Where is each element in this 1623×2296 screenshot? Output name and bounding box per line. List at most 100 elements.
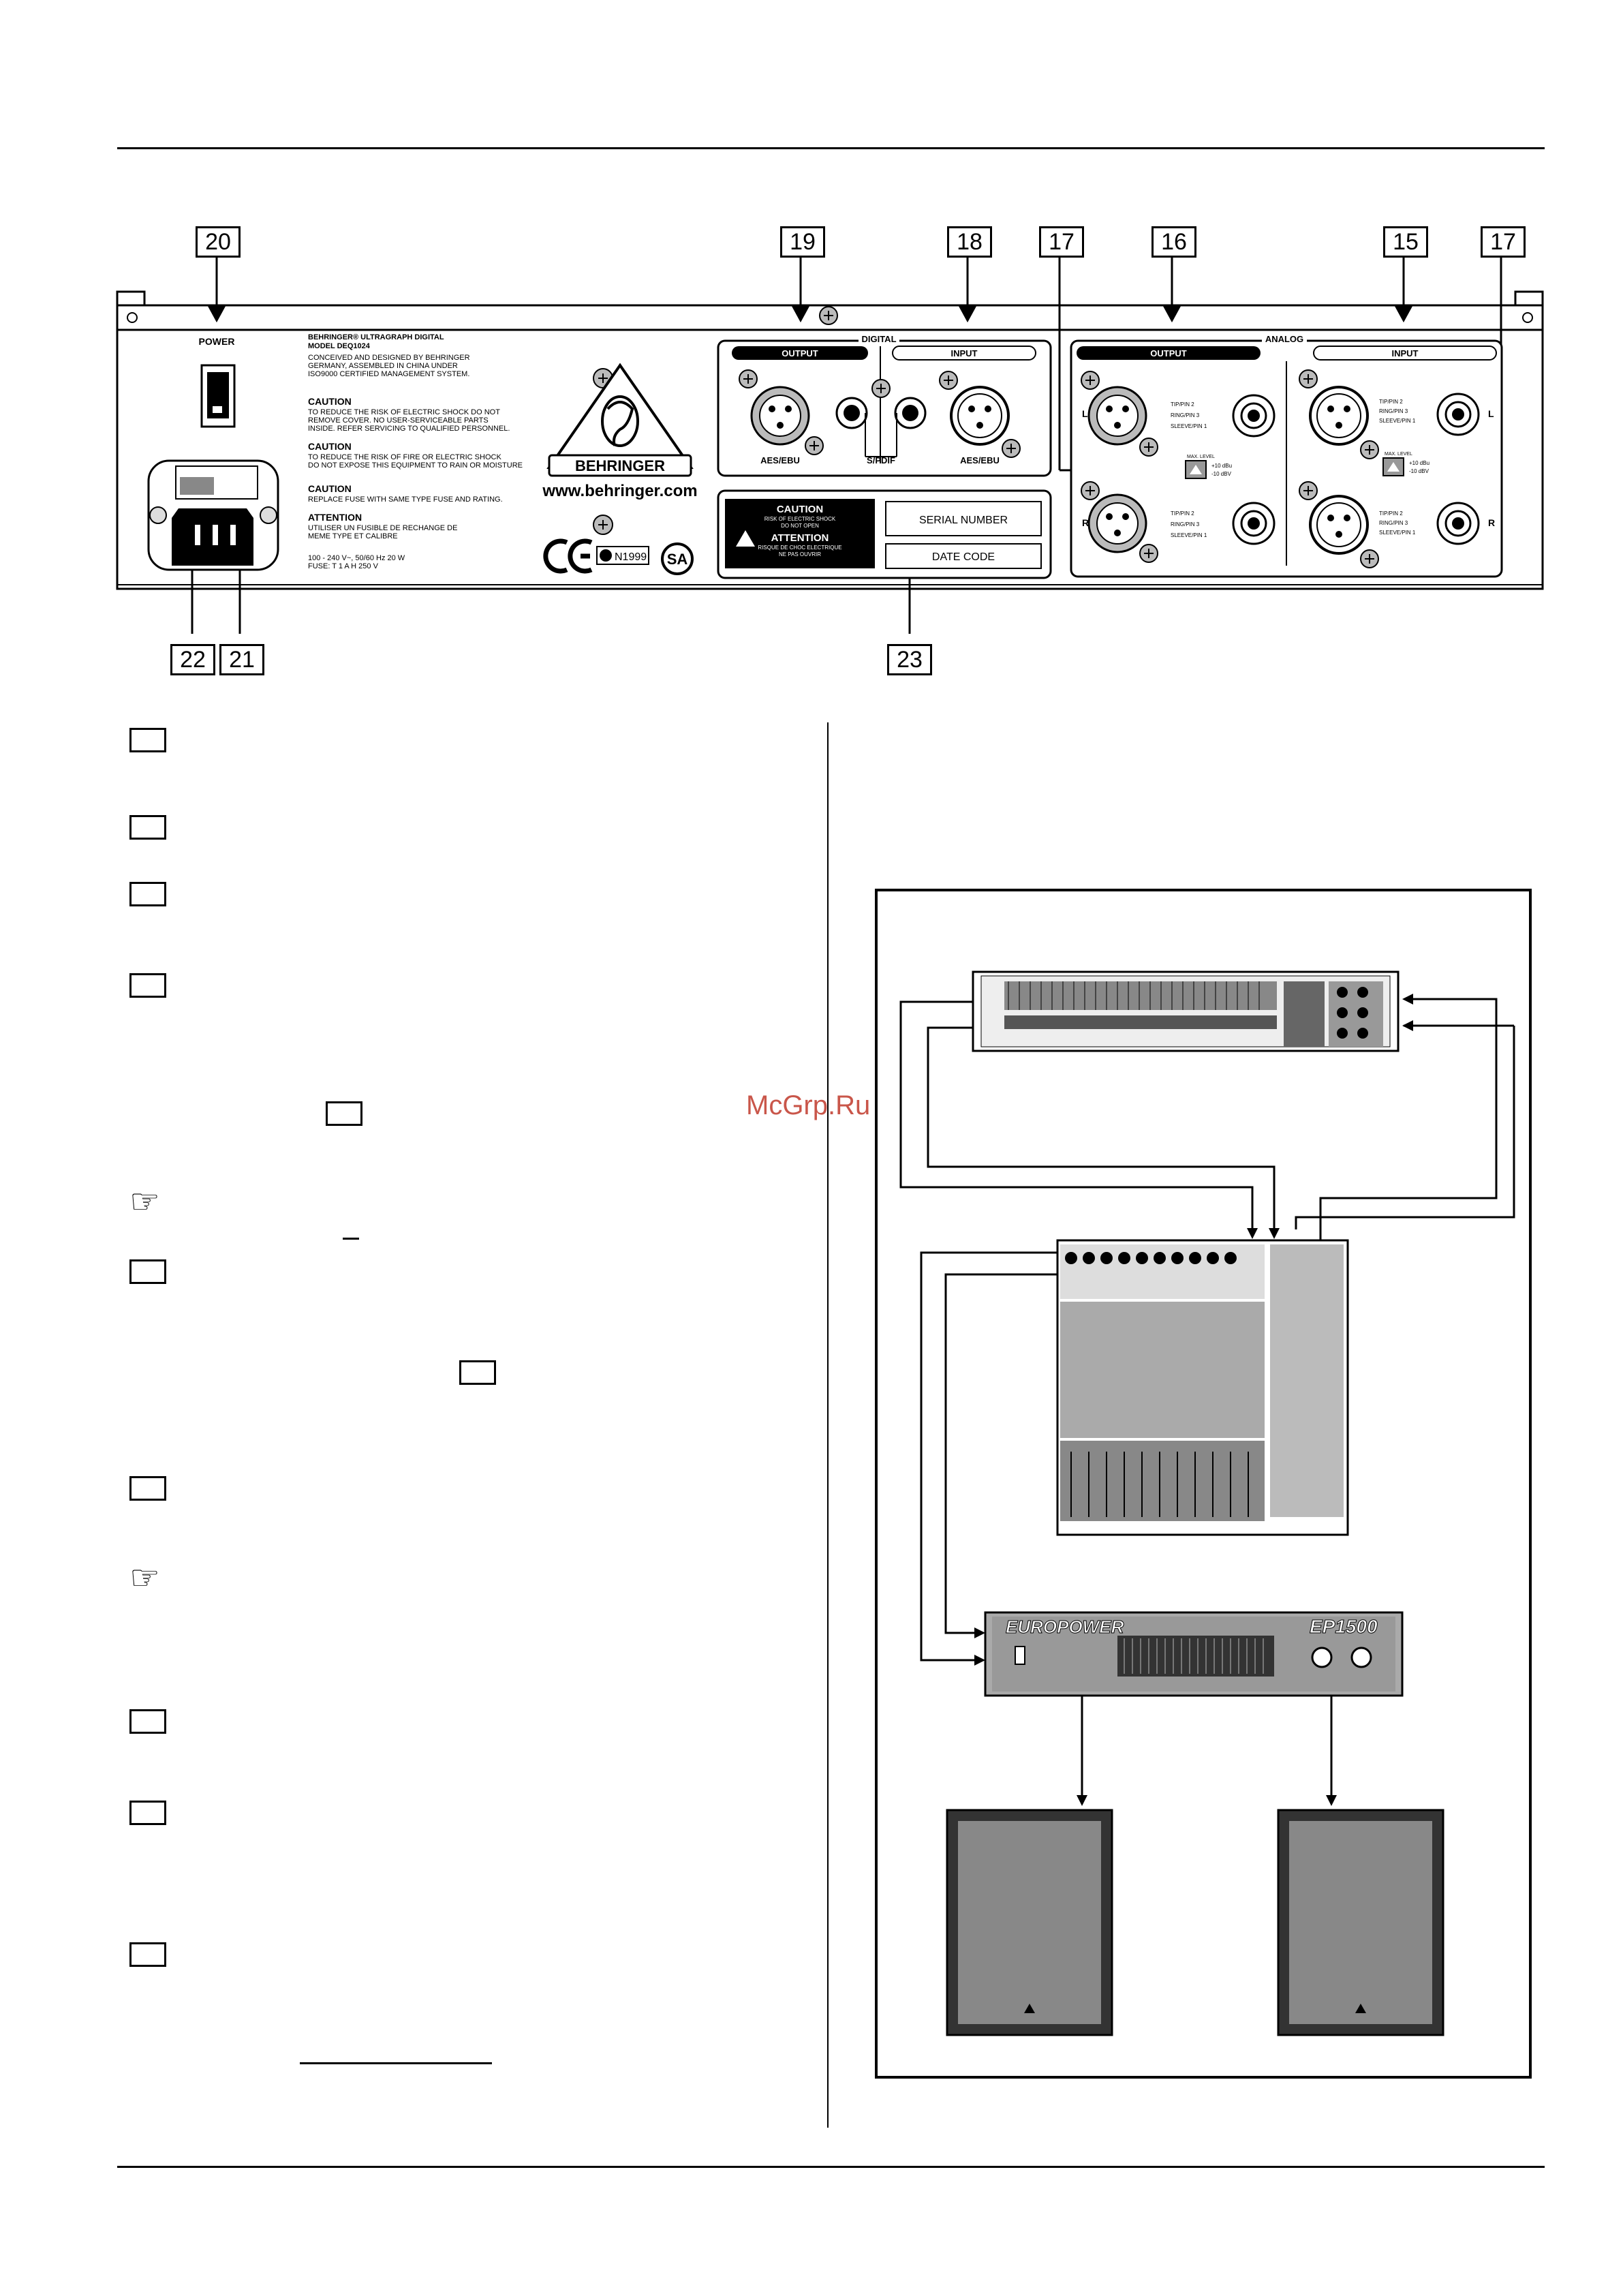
in-l-label: L — [1488, 408, 1494, 419]
attention-title: ATTENTION — [308, 512, 362, 523]
behringer-logo: BEHRINGER — [546, 363, 694, 477]
item-box-9 — [129, 1942, 166, 1967]
inline-box-2 — [459, 1360, 496, 1385]
csa-mark-text: SA — [667, 551, 688, 568]
callout-16: 16 — [1151, 226, 1196, 258]
attention-1: UTILISER UN FUSIBLE DE RECHANGE DE — [308, 524, 457, 532]
out-r-tip: TIP/PIN 2 — [1171, 510, 1194, 517]
inline-box-1 — [326, 1101, 362, 1126]
in-max-level: MAX. LEVEL — [1385, 452, 1412, 457]
setup-diagram: EUROPOWER EP1500 — [875, 889, 1532, 2079]
column-divider — [827, 722, 829, 2128]
rear-panel-illustration: POWER BEHRINGER® ULTRAGRAPH DIGITAL MODE… — [116, 254, 1544, 634]
digital-label: DIGITAL — [861, 334, 896, 344]
out-r-ring: RING/PIN 3 — [1171, 521, 1200, 527]
out-l-tip: TIP/PIN 2 — [1171, 401, 1194, 408]
out-max-level: MAX. LEVEL — [1187, 455, 1215, 459]
analog-label: ANALOG — [1265, 334, 1303, 344]
out-l-sleeve: SLEEVE/PIN 1 — [1171, 423, 1207, 429]
item-box-4 — [129, 973, 166, 998]
caution1-3: INSIDE. REFER SERVICING TO QUALIFIED PER… — [308, 425, 510, 433]
power-2: FUSE: T 1 A H 250 V — [308, 562, 379, 570]
attention-2: MEME TYPE ET CALIBRE — [308, 532, 398, 540]
warn-caution: CAUTION — [777, 504, 823, 515]
pointing-hand-icon-2: ☞ — [129, 1558, 160, 1597]
aes-out-label: AES/EBU — [760, 455, 800, 465]
in-l-tip: TIP/PIN 2 — [1379, 399, 1403, 405]
out-l-ring: RING/PIN 3 — [1171, 412, 1200, 418]
item-box-2 — [129, 815, 166, 840]
warn-attention: ATTENTION — [771, 532, 829, 544]
in-r-ring: RING/PIN 3 — [1379, 520, 1408, 526]
power-1: 100 - 240 V~, 50/60 Hz 20 W — [308, 554, 405, 562]
caution2-2: DO NOT EXPOSE THIS EQUIPMENT TO RAIN OR … — [308, 461, 523, 470]
warn-caution-sub1: RISK OF ELECTRIC SHOCK — [764, 516, 836, 522]
callout-15: 15 — [1383, 226, 1428, 258]
out-plus10: +10 dBu — [1211, 463, 1232, 469]
ce-mark — [543, 538, 593, 574]
amplifier-unit: EUROPOWER EP1500 — [984, 1611, 1404, 1697]
out-r-sleeve: SLEEVE/PIN 1 — [1171, 532, 1207, 538]
n-mark: N1999 — [615, 551, 647, 563]
callout-22: 22 — [170, 644, 215, 675]
item-box-6 — [129, 1476, 166, 1501]
callout-17-left: 17 — [1039, 226, 1084, 258]
in-l-ring: RING/PIN 3 — [1379, 408, 1408, 414]
amp-model: EP1500 — [1310, 1616, 1378, 1637]
callout-21: 21 — [219, 644, 264, 675]
underscore-mark — [343, 1238, 359, 1240]
in-r-sleeve: SLEEVE/PIN 1 — [1379, 530, 1416, 536]
analog-input-label: INPUT — [1392, 348, 1419, 358]
in-minus10: -10 dBV — [1409, 468, 1429, 474]
caution2-1: TO REDUCE THE RISK OF FIRE OR ELECTRIC S… — [308, 453, 501, 461]
out-r-label: R — [1082, 517, 1089, 528]
caution2-title: CAUTION — [308, 441, 352, 452]
caution3-1: REPLACE FUSE WITH SAME TYPE FUSE AND RAT… — [308, 495, 503, 504]
out-minus10: -10 dBV — [1211, 471, 1232, 477]
item-box-3 — [129, 882, 166, 906]
underline-mark — [300, 2062, 492, 2064]
product-line: BEHRINGER® ULTRAGRAPH DIGITAL — [308, 333, 444, 341]
designed-2: GERMANY, ASSEMBLED IN CHINA UNDER — [308, 362, 458, 370]
callout-17-right: 17 — [1481, 226, 1526, 258]
analog-output-label: OUTPUT — [1150, 348, 1187, 358]
speaker-left — [946, 1809, 1113, 2036]
callout-18: 18 — [947, 226, 992, 258]
watermark: McGrp.Ru — [746, 1090, 871, 1120]
serial-number-label: SERIAL NUMBER — [919, 515, 1008, 526]
warn-attention-sub2: NE PAS OUVRIR — [779, 551, 821, 557]
item-box-8 — [129, 1801, 166, 1825]
caution1-title: CAUTION — [308, 396, 352, 407]
caution1-1: TO REDUCE THE RISK OF ELECTRIC SHOCK DO … — [308, 408, 500, 416]
aes-in-label: AES/EBU — [960, 455, 1000, 465]
caution3-title: CAUTION — [308, 483, 352, 494]
in-l-sleeve: SLEEVE/PIN 1 — [1379, 418, 1416, 424]
in-r-tip: TIP/PIN 2 — [1379, 510, 1403, 517]
callout-23: 23 — [887, 644, 932, 675]
footer-rule — [117, 2166, 1545, 2168]
header-rule — [117, 147, 1545, 149]
mixer-unit — [1056, 1239, 1349, 1536]
out-l-label: L — [1082, 408, 1088, 419]
caution1-2: REMOVE COVER. NO USER-SERVICEABLE PARTS — [308, 416, 489, 425]
digital-input-label: INPUT — [951, 348, 978, 358]
pointing-hand-icon: ☞ — [129, 1182, 160, 1221]
model-line: MODEL DEQ1024 — [308, 342, 371, 350]
spdif-label: S/PDIF — [867, 455, 895, 465]
in-plus10: +10 dBu — [1409, 460, 1429, 466]
item-box-1 — [129, 728, 166, 752]
equalizer-unit — [972, 970, 1400, 1052]
warn-caution-sub2: DO NOT OPEN — [781, 523, 819, 529]
item-box-5 — [129, 1259, 166, 1284]
amp-brand: EUROPOWER — [1006, 1617, 1124, 1637]
designed-3: ISO9000 CERTIFIED MANAGEMENT SYSTEM. — [308, 370, 469, 378]
in-r-label: R — [1488, 517, 1495, 528]
brand-name: BEHRINGER — [575, 457, 665, 474]
speaker-right — [1277, 1809, 1444, 2036]
warn-attention-sub1: RISQUE DE CHOC ELECTRIQUE — [758, 545, 841, 551]
designed-1: CONCEIVED AND DESIGNED BY BEHRINGER — [308, 354, 470, 362]
callout-20: 20 — [196, 226, 241, 258]
item-box-7 — [129, 1709, 166, 1734]
callout-19: 19 — [780, 226, 825, 258]
power-label: POWER — [199, 336, 235, 347]
